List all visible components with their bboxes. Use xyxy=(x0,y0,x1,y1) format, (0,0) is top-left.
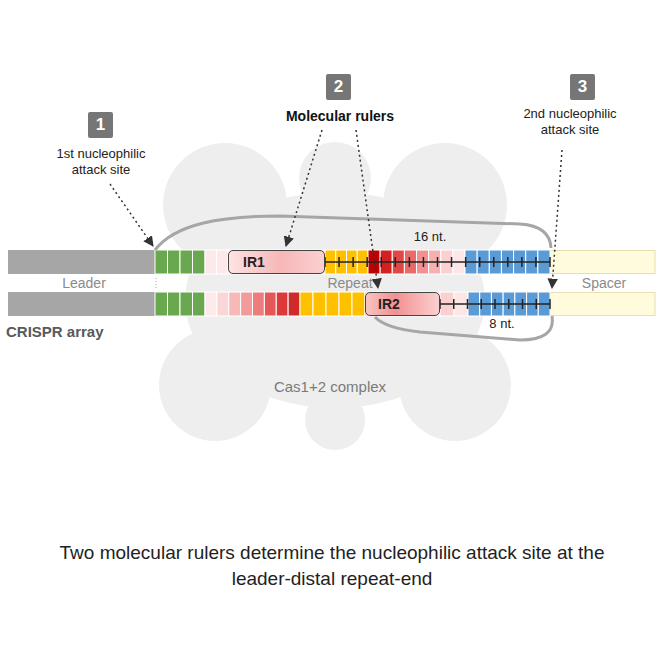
inverted-repeat-box: IR1 xyxy=(228,250,325,274)
spacer-bar xyxy=(550,293,655,316)
nucleotide xyxy=(313,292,326,316)
node-text: 1 xyxy=(96,115,105,135)
repeat-nucleotides xyxy=(155,250,550,316)
caption: Two molecular rulers determine the nucle… xyxy=(40,540,624,591)
nucleotide xyxy=(264,292,276,316)
nucleotide xyxy=(205,292,217,316)
region-label: Repeat xyxy=(312,275,388,292)
nucleotide xyxy=(193,292,206,316)
inverted-repeat-box: IR2 xyxy=(365,292,440,316)
callout-number: 3 xyxy=(570,74,595,100)
nucleotide xyxy=(193,250,206,274)
leader-arrow xyxy=(110,130,562,288)
leader-bar xyxy=(8,292,155,316)
ruler-label: Molecular rulers xyxy=(266,108,414,125)
nucleotide xyxy=(217,292,229,316)
nucleotide xyxy=(276,292,288,316)
nucleotide xyxy=(155,292,168,316)
dna-strand xyxy=(375,316,552,340)
guide-line xyxy=(156,278,157,290)
callout-number: 1 xyxy=(88,112,113,138)
cas-complex-silhouette xyxy=(159,142,511,450)
nucleotide xyxy=(326,292,339,316)
nucleotide xyxy=(352,292,365,316)
dimension: 8 nt. xyxy=(476,316,528,332)
nucleotide xyxy=(217,250,229,274)
nucleotide xyxy=(300,292,313,316)
nucleotide xyxy=(155,250,168,274)
nucleotide xyxy=(241,292,253,316)
nucleotide xyxy=(180,292,193,316)
callout-number: 2 xyxy=(326,74,351,100)
node-text: 2 xyxy=(334,77,343,97)
complex-label: Cas1+2 complex xyxy=(250,378,410,396)
region-label: Spacer xyxy=(566,275,642,292)
leader-bar xyxy=(8,250,155,274)
site-label: 2nd nucleophilic attack site xyxy=(508,106,632,137)
nucleotide xyxy=(168,250,181,274)
site-label: 1st nucleophilic attack site xyxy=(45,146,157,177)
nucleotide xyxy=(168,292,181,316)
nucleotide xyxy=(205,250,217,274)
dimension: 16 nt. xyxy=(400,229,460,245)
nucleotide xyxy=(229,292,241,316)
region-label: Leader xyxy=(48,275,120,292)
nucleotide xyxy=(180,250,193,274)
array-label: CRISPR array xyxy=(6,323,156,341)
node-text: IR1 xyxy=(243,254,265,270)
nucleotide xyxy=(253,292,265,316)
nucleotide xyxy=(288,292,300,316)
nucleotide xyxy=(339,292,352,316)
dna-strand xyxy=(155,216,551,250)
node-text: IR2 xyxy=(378,296,400,312)
node-text: 3 xyxy=(578,77,587,97)
spacer-bar xyxy=(550,251,655,274)
